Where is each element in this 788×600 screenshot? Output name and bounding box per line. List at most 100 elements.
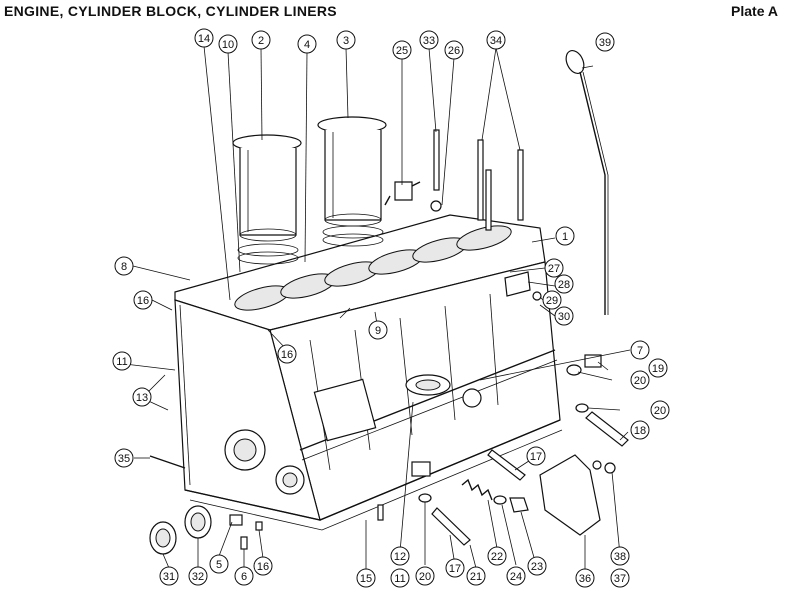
callout-27: 27	[544, 258, 564, 278]
callout-21: 21	[466, 566, 486, 586]
svg-text:37: 37	[614, 573, 626, 585]
callout-9: 9	[368, 320, 388, 340]
callout-31: 31	[159, 566, 179, 586]
svg-text:16: 16	[281, 349, 293, 361]
callout-18: 18	[630, 420, 650, 440]
svg-text:38: 38	[614, 551, 626, 563]
cylinder-head-studs	[430, 129, 524, 231]
callout-20c: 20	[415, 566, 435, 586]
callout-2: 2	[251, 30, 271, 50]
svg-text:13: 13	[136, 392, 148, 404]
callout-17b: 17	[445, 558, 465, 578]
callout-10: 10	[218, 34, 238, 54]
svg-text:12: 12	[394, 551, 406, 563]
svg-text:30: 30	[558, 311, 570, 323]
callout-6: 6	[234, 566, 254, 586]
callout-34: 34	[486, 30, 506, 50]
svg-text:3: 3	[343, 35, 349, 47]
plate-label: Plate A	[731, 3, 778, 19]
svg-text:31: 31	[163, 571, 175, 583]
page-title: ENGINE, CYLINDER BLOCK, CYLINDER LINERS	[4, 3, 337, 19]
svg-text:14: 14	[198, 33, 210, 45]
svg-text:17: 17	[530, 451, 542, 463]
svg-text:11: 11	[116, 356, 127, 368]
svg-text:24: 24	[510, 571, 522, 583]
cylinder-liner-left	[232, 134, 302, 265]
callout-14: 14	[194, 28, 214, 48]
oil-pressure-relief-parts	[411, 271, 629, 546]
svg-text:16: 16	[257, 561, 269, 573]
callout-35: 35	[114, 448, 134, 468]
svg-text:32: 32	[192, 571, 204, 583]
callout-26: 26	[444, 40, 464, 60]
svg-text:36: 36	[579, 573, 591, 585]
dipstick	[565, 50, 609, 315]
callouts: 14 10 2 4 3 25 33 26 34 39 8 16 1 27 28 …	[112, 28, 670, 588]
callout-24: 24	[506, 566, 526, 586]
callout-16b: 16	[277, 344, 297, 364]
svg-text:11: 11	[394, 573, 405, 585]
callout-19: 19	[648, 358, 668, 378]
svg-text:39: 39	[599, 37, 611, 49]
svg-text:21: 21	[470, 571, 482, 583]
callout-30: 30	[554, 306, 574, 326]
callout-7: 7	[630, 340, 650, 360]
svg-text:16: 16	[137, 295, 149, 307]
callout-39: 39	[595, 32, 615, 52]
callout-13: 13	[132, 387, 152, 407]
svg-text:26: 26	[448, 45, 460, 57]
svg-text:2: 2	[258, 35, 264, 47]
callout-16a: 16	[133, 290, 153, 310]
svg-text:33: 33	[423, 35, 435, 47]
svg-text:28: 28	[558, 279, 570, 291]
callout-28: 28	[554, 274, 574, 294]
callout-20b: 20	[650, 400, 670, 420]
cylinder-liner-right	[317, 116, 387, 247]
svg-text:35: 35	[118, 453, 130, 465]
svg-text:20: 20	[654, 405, 666, 417]
callout-11b: 11	[390, 568, 410, 588]
callout-29: 29	[542, 290, 562, 310]
callout-22: 22	[487, 546, 507, 566]
callout-37: 37	[610, 568, 630, 588]
svg-text:5: 5	[216, 559, 222, 571]
svg-text:1: 1	[562, 231, 568, 243]
svg-text:6: 6	[241, 571, 247, 583]
callout-12: 12	[390, 546, 410, 566]
callout-16c: 16	[253, 556, 273, 576]
svg-text:23: 23	[531, 561, 543, 573]
svg-text:9: 9	[375, 325, 381, 337]
svg-text:25: 25	[396, 45, 408, 57]
cylinder-block	[174, 214, 563, 531]
svg-text:22: 22	[491, 551, 503, 563]
callout-8: 8	[114, 256, 134, 276]
svg-text:15: 15	[360, 573, 372, 585]
svg-text:7: 7	[637, 345, 643, 357]
svg-text:20: 20	[419, 571, 431, 583]
callout-36: 36	[575, 568, 595, 588]
svg-text:19: 19	[652, 363, 664, 375]
svg-text:17: 17	[449, 563, 461, 575]
callout-38: 38	[610, 546, 630, 566]
callout-4: 4	[297, 34, 317, 54]
callout-1: 1	[555, 226, 575, 246]
svg-text:29: 29	[546, 295, 558, 307]
callout-32: 32	[188, 566, 208, 586]
callout-23: 23	[527, 556, 547, 576]
callout-20a: 20	[630, 370, 650, 390]
svg-text:10: 10	[222, 39, 234, 51]
callout-5: 5	[209, 554, 229, 574]
svg-text:4: 4	[304, 39, 310, 51]
front-bushes	[149, 455, 384, 555]
callout-33: 33	[419, 30, 439, 50]
svg-text:34: 34	[490, 35, 502, 47]
callout-25: 25	[392, 40, 412, 60]
svg-text:27: 27	[548, 263, 560, 275]
callout-11a: 11	[112, 351, 132, 371]
callout-15: 15	[356, 568, 376, 588]
drain-tap	[384, 181, 421, 206]
svg-text:8: 8	[121, 261, 127, 273]
svg-text:18: 18	[634, 425, 646, 437]
svg-text:20: 20	[634, 375, 646, 387]
